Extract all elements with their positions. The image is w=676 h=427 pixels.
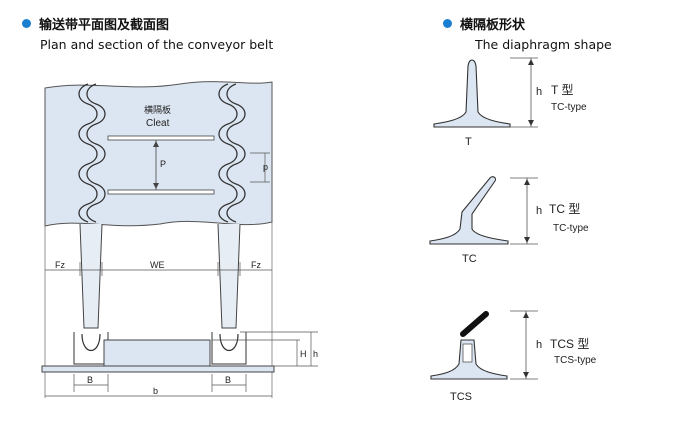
cleat-bar-top: [107, 135, 215, 141]
shape-tcs-type-en: TCS-type: [554, 355, 597, 366]
shape-t-type-cn: T 型: [551, 83, 573, 97]
shape-t-h: h: [536, 86, 542, 98]
right-title-en: The diaphragm shape: [475, 37, 612, 52]
belt-section: Fz WE Fz H h B B b: [41, 222, 318, 398]
cleat-bar-bottom: [107, 189, 215, 195]
shape-tcs-h: h: [536, 339, 542, 351]
label-h-upper: H: [300, 349, 307, 359]
label-b-left: B: [87, 375, 93, 385]
label-we: WE: [150, 260, 165, 270]
cleat-label-en: Cleat: [146, 118, 170, 129]
belt-plan: P p 横隔板 Cleat: [44, 81, 273, 227]
label-p: P: [160, 159, 166, 169]
left-title-en: Plan and section of the conveyor belt: [40, 37, 274, 52]
shape-tc-type-cn: TC 型: [549, 202, 580, 216]
label-b-right: B: [225, 375, 231, 385]
right-title-cn: 横隔板形状: [460, 18, 526, 33]
label-p-small: p: [263, 162, 268, 172]
right-header: 横隔板形状: [443, 14, 525, 33]
label-h-lower: h: [313, 349, 318, 359]
bullet-icon: [22, 19, 31, 28]
label-b-small: b: [153, 386, 158, 396]
label-fz-right: Fz: [251, 260, 261, 270]
shape-tc-h: h: [536, 205, 542, 217]
shape-tc-type-en: TC-type: [553, 223, 589, 234]
shape-tcs-symbol: TCS: [450, 391, 472, 403]
shape-t: h T 型 TC-type T: [433, 57, 587, 148]
cleat-label-cn: 横隔板: [144, 104, 171, 115]
tcs-cleat-tip: [460, 311, 489, 337]
bullet-icon: [443, 19, 452, 28]
shape-tc: h TC 型 TC-type TC: [429, 176, 589, 265]
left-title-cn: 输送带平面图及截面图: [39, 18, 170, 33]
shape-t-type-en: TC-type: [551, 102, 587, 113]
label-fz-left: Fz: [55, 260, 65, 270]
shape-t-symbol: T: [465, 136, 472, 148]
shape-tcs: h TCS 型 TCS-type TCS: [430, 310, 597, 403]
shape-tcs-type-cn: TCS 型: [550, 337, 589, 351]
shape-tc-symbol: TC: [462, 253, 477, 265]
left-header: 输送带平面图及截面图: [22, 14, 169, 33]
